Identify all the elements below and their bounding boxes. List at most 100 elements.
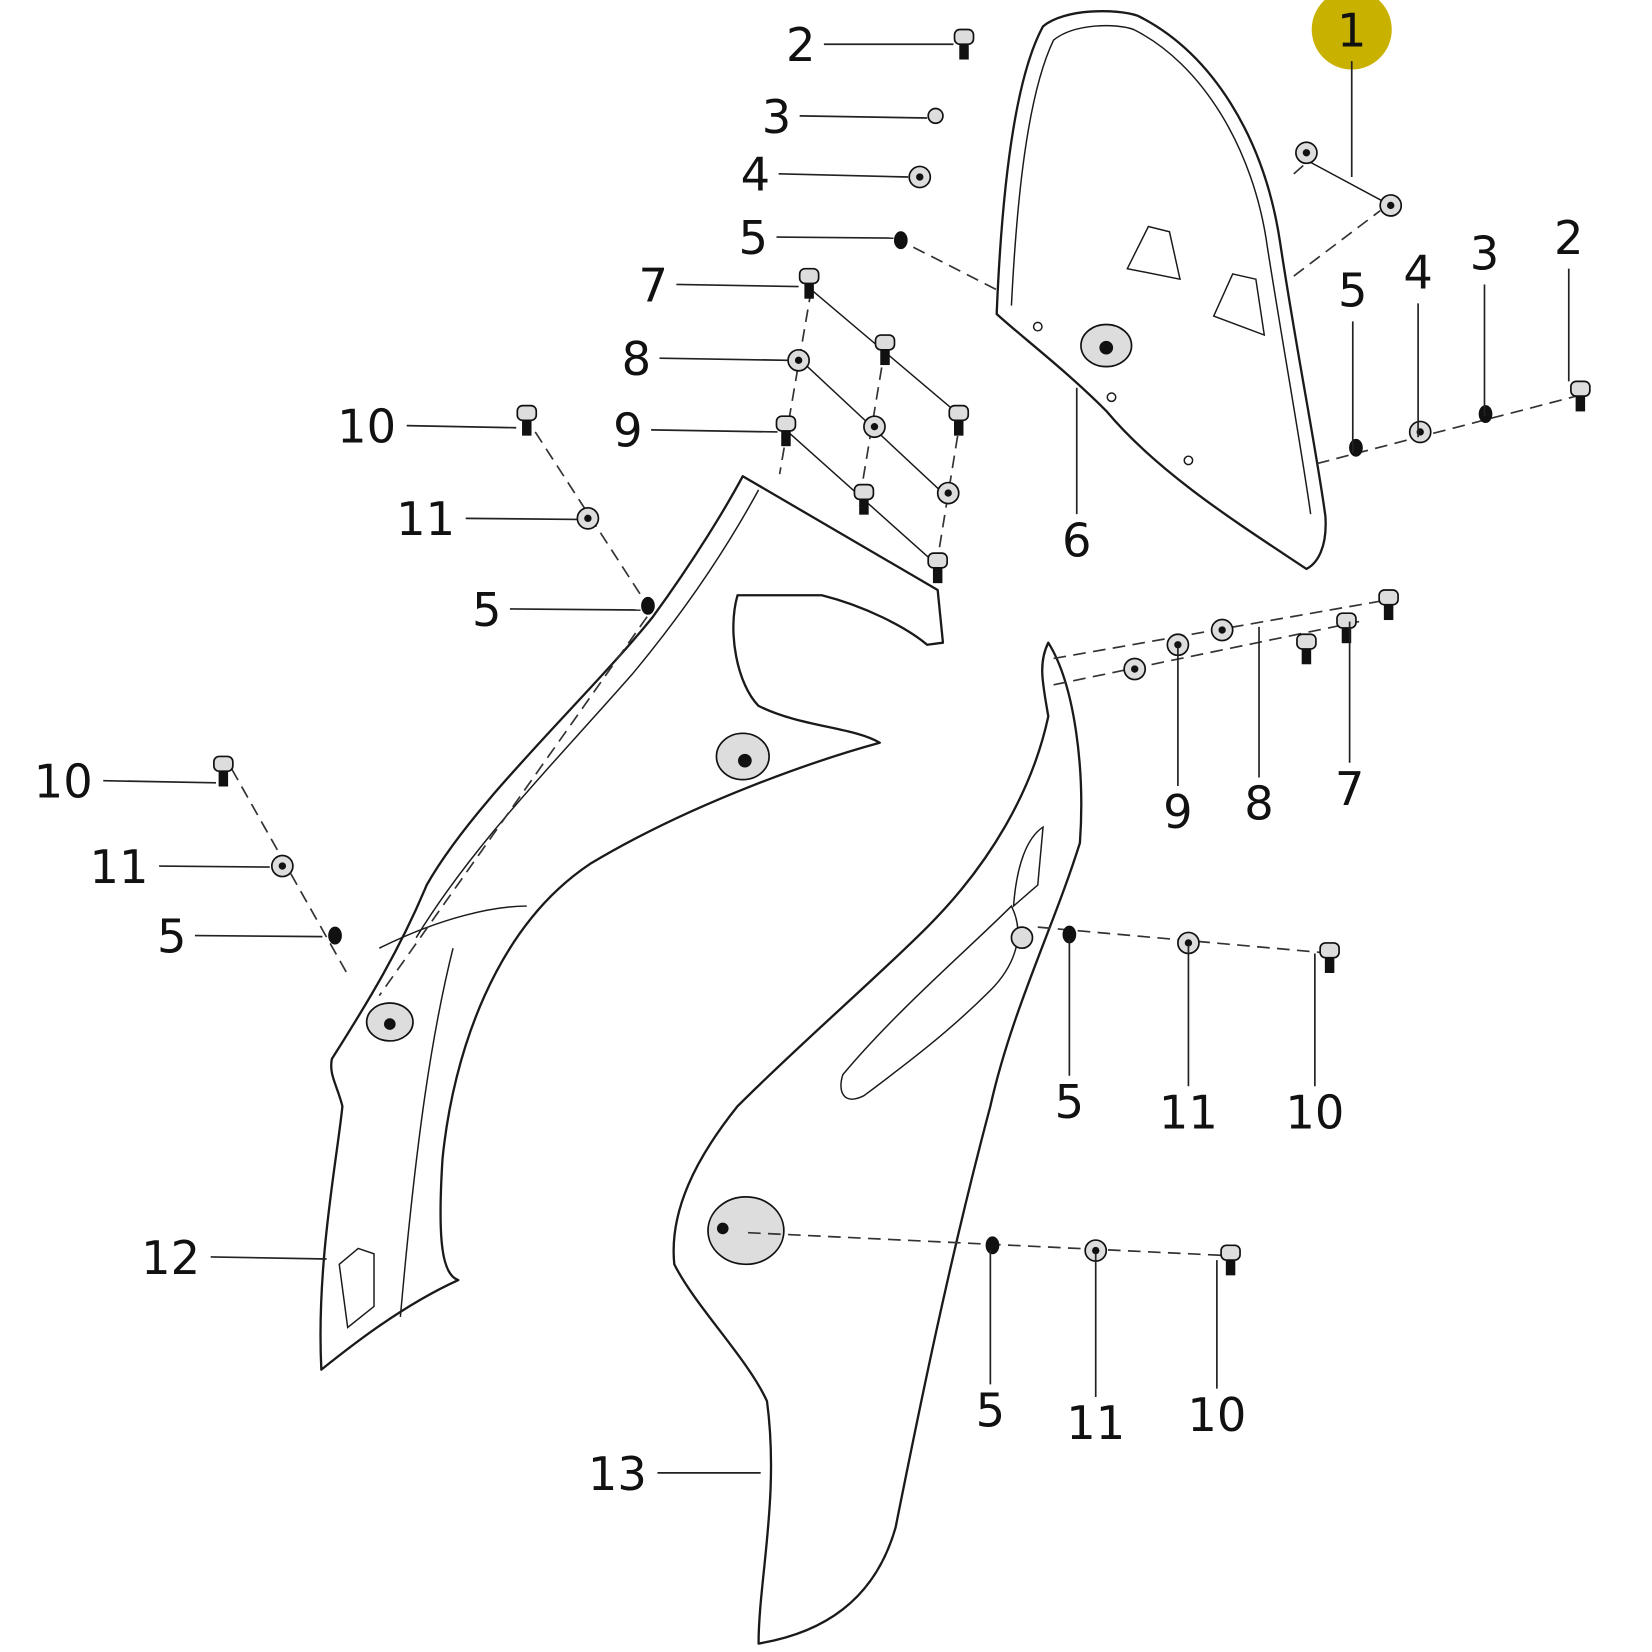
left-side-panel <box>319 475 945 1371</box>
callout-number: 7 <box>1335 762 1365 816</box>
callout-number: 11 <box>1066 1396 1125 1450</box>
bolt-icon <box>1336 612 1357 644</box>
callout-10[interactable]: 10 <box>337 400 517 454</box>
grommet-icon <box>328 926 342 945</box>
callout-number: 11 <box>1159 1085 1218 1139</box>
washer-icon <box>936 481 960 505</box>
callout-number: 5 <box>976 1384 1006 1438</box>
callout-9[interactable]: 9 <box>613 404 778 458</box>
bolt-icon <box>1570 380 1591 412</box>
callout-number: 6 <box>1062 513 1092 567</box>
callout-number: 5 <box>739 211 769 265</box>
callout-number: 2 <box>1554 211 1584 265</box>
callout-number: 3 <box>762 90 792 144</box>
callout-number: 10 <box>34 755 93 809</box>
callout-number: 7 <box>638 258 668 312</box>
callout-2[interactable]: 2 <box>1554 211 1584 382</box>
callout-number: 5 <box>1055 1075 1085 1129</box>
callout-8[interactable]: 8 <box>622 332 789 386</box>
callout-8[interactable]: 8 <box>1244 626 1274 831</box>
callout-number: 5 <box>472 583 502 637</box>
callout-number: 13 <box>588 1447 647 1501</box>
leader-line <box>406 424 517 429</box>
leader-line <box>509 608 641 611</box>
bolt-icon <box>948 404 970 436</box>
callout-6[interactable]: 6 <box>1062 387 1092 568</box>
grommet-icon <box>641 596 655 615</box>
callout-number: 4 <box>741 148 771 202</box>
callout-11[interactable]: 11 <box>1159 945 1218 1139</box>
bolt-icon <box>1296 633 1317 665</box>
washer-icon <box>1408 420 1432 444</box>
callout-10[interactable]: 10 <box>1187 1260 1246 1442</box>
bolt-icon <box>927 552 949 584</box>
bolt-icon <box>798 267 820 299</box>
callout-5[interactable]: 5 <box>1338 264 1368 454</box>
grommet-icon <box>985 1236 1000 1255</box>
callout-number: 2 <box>786 18 816 72</box>
washer-icon <box>1295 141 1318 165</box>
leader-line <box>778 172 909 178</box>
callout-number: 10 <box>1285 1085 1344 1139</box>
leader-line <box>651 429 778 433</box>
bolt-icon <box>213 755 234 787</box>
washer-icon <box>1379 194 1403 217</box>
right-side-panel <box>672 641 1083 1645</box>
callout-5[interactable]: 5 <box>1055 939 1085 1129</box>
callout-number: 5 <box>157 909 187 963</box>
callout-number: 8 <box>622 332 652 386</box>
leader-line <box>659 357 789 362</box>
leader-line <box>776 236 894 239</box>
callout-5[interactable]: 5 <box>976 1249 1006 1438</box>
callout-3[interactable]: 3 <box>1470 227 1500 417</box>
callout-number: 12 <box>141 1231 200 1285</box>
callout-9[interactable]: 9 <box>1163 647 1193 839</box>
callout-7[interactable]: 7 <box>638 258 799 312</box>
bolt-icon <box>953 28 975 60</box>
callout-3[interactable]: 3 <box>762 90 928 144</box>
callout-number: 1 <box>1337 3 1367 57</box>
callout-1[interactable]: 1 <box>1311 0 1392 177</box>
leader-line <box>194 934 323 938</box>
hardware-parts <box>213 28 1591 1276</box>
bolt-icon <box>775 415 797 447</box>
bolt-icon <box>1319 942 1340 973</box>
bolt-icon <box>1378 589 1399 621</box>
callout-10[interactable]: 10 <box>34 755 216 809</box>
highlight-marker <box>1311 0 1392 70</box>
callout-5[interactable]: 5 <box>472 583 641 637</box>
leader-line <box>159 865 270 868</box>
callout-number: 10 <box>1187 1388 1246 1442</box>
grommet-icon <box>1478 405 1493 424</box>
callout-4[interactable]: 4 <box>741 148 909 202</box>
callout-4[interactable]: 4 <box>1403 246 1433 438</box>
callout-12[interactable]: 12 <box>141 1231 327 1285</box>
callout-5[interactable]: 5 <box>739 211 894 265</box>
callout-number: 5 <box>1338 264 1368 318</box>
bolt-icon <box>853 483 875 515</box>
grommet-icon <box>1349 438 1363 457</box>
callout-number: 10 <box>337 400 396 454</box>
callout-11[interactable]: 11 <box>90 840 270 894</box>
callout-number: 9 <box>613 404 643 458</box>
washer-icon <box>863 415 886 439</box>
callout-5[interactable]: 5 <box>157 909 323 963</box>
bolt-icon <box>1220 1244 1241 1276</box>
callout-7[interactable]: 7 <box>1335 621 1365 816</box>
callout-number: 11 <box>396 492 455 546</box>
callout-number: 3 <box>1470 227 1500 281</box>
callout-10[interactable]: 10 <box>1285 953 1344 1139</box>
washer-icon <box>1210 618 1234 642</box>
washer-icon <box>1123 657 1147 681</box>
leader-line <box>676 283 799 288</box>
leader-line <box>465 517 578 521</box>
callout-11[interactable]: 11 <box>396 492 578 546</box>
callout-11[interactable]: 11 <box>1066 1253 1125 1450</box>
leader-line <box>210 1256 327 1260</box>
washer-icon <box>908 165 932 189</box>
callout-2[interactable]: 2 <box>786 18 954 72</box>
callout-13[interactable]: 13 <box>588 1447 761 1501</box>
